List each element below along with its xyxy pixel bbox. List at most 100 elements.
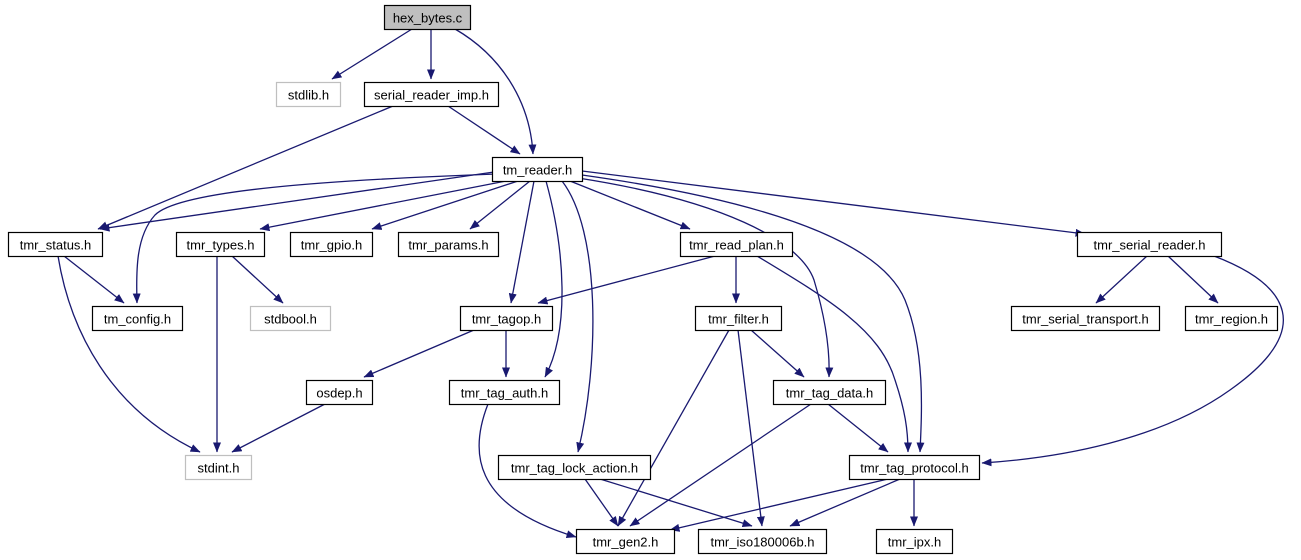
node-osdep[interactable]: osdep.h	[305, 379, 374, 406]
edge-tm-reader-to-tmr-gpio	[371, 180, 519, 230]
node-box	[1184, 305, 1279, 332]
edge-tmr-status-to-stdint	[57, 255, 201, 453]
node-tmr-gpio[interactable]: tmr_gpio.h	[289, 231, 374, 258]
node-box	[575, 528, 676, 555]
edge-tm-reader-to-tmr-params	[469, 180, 531, 230]
node-tmr-tagop[interactable]: tmr_tagop.h	[459, 305, 554, 332]
node-label: tmr_serial_reader.h	[1094, 238, 1206, 253]
node-label: osdep.h	[316, 386, 362, 401]
node-label: tmr_region.h	[1195, 312, 1268, 327]
node-box	[175, 231, 266, 258]
edge-tm-reader-to-tmr-tag-lock-action	[561, 180, 594, 453]
edge-tmr-tag-protocol-to-tmr-gen2	[669, 478, 889, 532]
node-box	[848, 454, 981, 481]
edge-tmr-filter-to-tmr-tag-data	[750, 329, 805, 378]
node-label: tmr_status.h	[20, 238, 92, 253]
edge-tm-reader-to-tmr-read-plan	[569, 180, 691, 230]
node-tmr-ipx[interactable]: tmr_ipx.h	[875, 528, 954, 555]
node-box	[491, 156, 584, 183]
edge-tmr-tag-auth-to-tmr-gen2	[478, 403, 577, 539]
edge-tm-reader-to-tmr-types	[259, 180, 507, 232]
node-tmr-tag-protocol[interactable]: tmr_tag_protocol.h	[848, 454, 981, 481]
node-label: tmr_tag_auth.h	[461, 386, 548, 401]
node-tmr-iso180006b[interactable]: tmr_iso180006b.h	[697, 528, 828, 555]
node-tm-reader[interactable]: tm_reader.h	[491, 156, 584, 183]
node-tmr-tag-lock-action[interactable]: tmr_tag_lock_action.h	[497, 454, 652, 481]
node-tmr-types[interactable]: tmr_types.h	[175, 231, 266, 258]
edge-tmr-tag-lock-action-to-tmr-gen2	[584, 478, 619, 527]
node-label: stdlib.h	[288, 88, 329, 103]
edge-tmr-read-plan-to-tmr-tagop	[537, 255, 716, 305]
edge-tmr-serial-reader-to-tmr-serial-transport	[1095, 255, 1148, 304]
node-box	[383, 4, 472, 31]
node-label: hex_bytes.c	[393, 11, 463, 26]
edge-tm-reader-to-tmr-tag-data	[577, 177, 834, 378]
node-tm-config[interactable]: tm_config.h	[91, 305, 184, 332]
edge-tmr-serial-reader-to-tmr-tag-protocol	[981, 255, 1284, 467]
node-box	[7, 231, 104, 258]
edge-hex-bytes-to-tm-reader	[454, 28, 537, 155]
node-tmr-status[interactable]: tmr_status.h	[7, 231, 104, 258]
node-label: tmr_iso180006b.h	[710, 535, 814, 550]
node-tmr-gen2[interactable]: tmr_gen2.h	[575, 528, 676, 555]
node-hex-bytes: hex_bytes.c	[383, 4, 472, 31]
edge-hex-bytes-to-stdlib	[331, 28, 413, 80]
node-label: tmr_read_plan.h	[689, 238, 784, 253]
node-label: tmr_params.h	[408, 238, 488, 253]
edge-tmr-tag-protocol-to-tmr-iso180006b	[789, 478, 901, 527]
edge-tm-reader-to-tmr-tagop	[508, 180, 535, 304]
node-box	[679, 231, 794, 258]
node-box	[305, 379, 374, 406]
edge-tmr-tag-data-to-tmr-gen2	[629, 403, 812, 527]
edge-tmr-tagop-to-osdep	[363, 329, 475, 378]
edges-layer	[57, 28, 1284, 539]
node-box	[397, 231, 500, 258]
node-stdint: stdint.h	[184, 454, 253, 481]
node-tmr-filter[interactable]: tmr_filter.h	[694, 305, 783, 332]
node-box	[459, 305, 554, 332]
node-label: tmr_types.h	[187, 238, 255, 253]
edge-osdep-to-stdint	[231, 403, 326, 453]
node-label: tmr_gpio.h	[301, 238, 362, 253]
edge-tm-reader-to-tmr-status	[99, 171, 495, 232]
node-tmr-read-plan[interactable]: tmr_read_plan.h	[679, 231, 794, 258]
edge-tm-reader-to-tmr-tag-protocol	[581, 174, 925, 453]
edge-tmr-serial-reader-to-tmr-region	[1167, 255, 1219, 304]
node-box	[694, 305, 783, 332]
node-label: tmr_tagop.h	[472, 312, 541, 327]
node-serial-reader-imp[interactable]: serial_reader_imp.h	[363, 81, 500, 108]
node-box	[363, 81, 500, 108]
node-label: tmr_filter.h	[708, 312, 769, 327]
edge-tmr-types-to-stdbool	[231, 255, 284, 304]
edge-tmr-read-plan-to-tmr-tag-protocol	[756, 255, 912, 453]
node-label: tmr_ipx.h	[888, 535, 941, 550]
node-box	[448, 379, 561, 406]
node-tmr-tag-auth[interactable]: tmr_tag_auth.h	[448, 379, 561, 406]
edge-serial-reader-imp-to-tmr-status	[97, 105, 394, 230]
edge-tmr-status-to-tm-config	[63, 255, 125, 304]
node-tmr-serial-transport[interactable]: tmr_serial_transport.h	[1010, 305, 1161, 332]
node-stdbool: stdbool.h	[249, 305, 332, 332]
node-label: tmr_tag_lock_action.h	[511, 461, 638, 476]
node-box	[1010, 305, 1161, 332]
node-tmr-serial-reader[interactable]: tmr_serial_reader.h	[1076, 231, 1223, 258]
node-box	[289, 231, 374, 258]
node-box	[875, 528, 954, 555]
edge-tmr-tag-lock-action-to-tmr-iso180006b	[599, 478, 753, 528]
node-box	[184, 454, 253, 481]
node-label: tm_config.h	[104, 312, 171, 327]
node-box	[275, 81, 342, 108]
node-box	[772, 379, 887, 406]
node-box	[249, 305, 332, 332]
node-label: stdint.h	[198, 461, 240, 476]
edge-tmr-tag-data-to-tmr-tag-protocol	[827, 403, 889, 453]
node-label: tmr_serial_transport.h	[1022, 312, 1148, 327]
edge-tmr-filter-to-tmr-iso180006b	[737, 329, 765, 527]
node-label: tmr_tag_protocol.h	[860, 461, 968, 476]
node-tmr-tag-data[interactable]: tmr_tag_data.h	[772, 379, 887, 406]
node-tmr-params[interactable]: tmr_params.h	[397, 231, 500, 258]
node-label: tmr_gen2.h	[593, 535, 659, 550]
nodes-layer: hex_bytes.c stdlib.h serial_reader_imp.htm…	[7, 4, 1279, 555]
node-tmr-region[interactable]: tmr_region.h	[1184, 305, 1279, 332]
